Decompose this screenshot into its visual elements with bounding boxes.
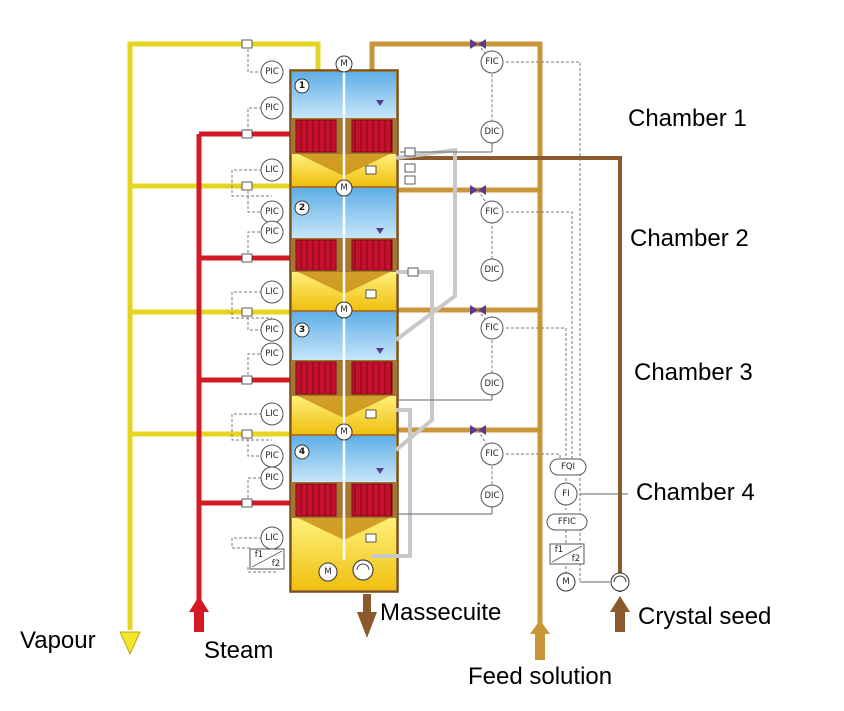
pic-ch1-a: PIC — [260, 60, 284, 84]
pic-ch1-b: PIC — [260, 96, 284, 120]
crystal-seed-inlet-arrow — [610, 596, 630, 632]
svg-text:DIC: DIC — [485, 127, 500, 137]
svg-text:FQI: FQI — [561, 462, 575, 472]
svg-text:DIC: DIC — [485, 491, 500, 501]
lic-ch1: LIC — [260, 158, 284, 182]
motor-ch2: M — [335, 179, 353, 197]
massecuite-discharge — [352, 559, 377, 638]
fic-ch3: FIC — [480, 316, 504, 340]
svg-text:PIC: PIC — [265, 227, 279, 237]
ffic-controller: FFIC — [546, 513, 588, 531]
vapour-line — [127, 41, 321, 630]
pic-ch4-a: PIC — [260, 444, 284, 468]
feed-solution-label: Feed solution — [468, 663, 612, 690]
fi-indicator: FI — [554, 482, 578, 506]
motor-ch1: M — [335, 55, 353, 73]
svg-text:FIC: FIC — [485, 207, 498, 217]
svg-text:M: M — [340, 59, 347, 69]
svg-text:M: M — [324, 567, 331, 577]
svg-text:1: 1 — [299, 81, 305, 91]
fic-ch2: FIC — [480, 200, 504, 224]
svg-text:DIC: DIC — [485, 379, 500, 389]
pic-ch2-a: PIC — [260, 200, 284, 224]
svg-text:FI: FI — [562, 489, 569, 499]
pic-ch3-a: PIC — [260, 318, 284, 342]
svg-text:PIC: PIC — [265, 349, 279, 359]
svg-text:PIC: PIC — [265, 473, 279, 483]
svg-text:f2: f2 — [272, 559, 280, 569]
dic-ch1: DIC — [480, 120, 504, 144]
svg-text:FIC: FIC — [485, 57, 498, 67]
motor-discharge-pump: M — [318, 562, 338, 582]
pic-ch3-b: PIC — [260, 342, 284, 366]
svg-text:PIC: PIC — [265, 325, 279, 335]
crystal-seed-label: Crystal seed — [638, 603, 771, 630]
svg-text:LIC: LIC — [265, 287, 278, 297]
chamber-number-4: 4 — [294, 444, 310, 460]
steam-inlet-arrow — [189, 596, 209, 632]
svg-text:FFIC: FFIC — [558, 517, 576, 527]
svg-text:PIC: PIC — [265, 451, 279, 461]
svg-text:LIC: LIC — [265, 533, 278, 543]
chamber-number-3: 3 — [294, 322, 310, 338]
lic-ch2: LIC — [260, 280, 284, 304]
svg-text:2: 2 — [299, 203, 305, 213]
pic-ch4-b: PIC — [260, 466, 284, 490]
steam-control-valves — [241, 39, 419, 543]
svg-text:f1: f1 — [555, 545, 563, 555]
svg-text:PIC: PIC — [265, 67, 279, 77]
svg-text:DIC: DIC — [485, 265, 500, 275]
motor-ch3: M — [335, 301, 353, 319]
dic-ch2: DIC — [480, 258, 504, 282]
svg-text:PIC: PIC — [265, 207, 279, 217]
ratio-block-left: f1 f2 — [249, 548, 285, 570]
feed-solution-inlet-arrow — [530, 620, 550, 660]
pic-ch2-b: PIC — [260, 220, 284, 244]
feed-control-valves — [470, 39, 486, 435]
svg-text:f1: f1 — [255, 550, 263, 560]
lic-ch3: LIC — [260, 402, 284, 426]
fqi-indicator: FQI — [549, 458, 587, 476]
svg-text:M: M — [562, 577, 569, 587]
vapour-outlet-arrow — [119, 631, 141, 656]
svg-text:FIC: FIC — [485, 449, 498, 459]
chamber-number-1: 1 — [294, 78, 310, 94]
svg-text:M: M — [340, 305, 347, 315]
svg-text:3: 3 — [299, 325, 305, 335]
svg-text:FIC: FIC — [485, 323, 498, 333]
lic-ch4: LIC — [260, 526, 284, 550]
svg-text:LIC: LIC — [265, 165, 278, 175]
motor-ch4: M — [335, 423, 353, 441]
ratio-block-right: f1 f2 — [549, 543, 585, 565]
fic-ch4: FIC — [480, 442, 504, 466]
chamber-number-2: 2 — [294, 200, 310, 216]
dic-ch4: DIC — [480, 484, 504, 508]
svg-text:LIC: LIC — [265, 409, 278, 419]
svg-text:M: M — [340, 183, 347, 193]
dic-ch3: DIC — [480, 372, 504, 396]
steam-label: Steam — [204, 637, 273, 664]
svg-text:4: 4 — [299, 447, 305, 457]
chamber-4-label: Chamber 4 — [636, 479, 755, 506]
motor-seed-pump: M — [556, 572, 576, 592]
svg-text:M: M — [340, 427, 347, 437]
chamber-1-label: Chamber 1 — [628, 105, 747, 132]
fic-ch1: FIC — [480, 50, 504, 74]
seed-pump-icon — [610, 572, 630, 592]
chamber-3-label: Chamber 3 — [634, 359, 753, 386]
svg-text:PIC: PIC — [265, 103, 279, 113]
svg-text:f2: f2 — [572, 554, 580, 564]
chamber-2-label: Chamber 2 — [630, 225, 749, 252]
vapour-label: Vapour — [20, 627, 96, 654]
massecuite-label: Massecuite — [380, 599, 501, 626]
crystal-seed-line — [395, 156, 622, 592]
